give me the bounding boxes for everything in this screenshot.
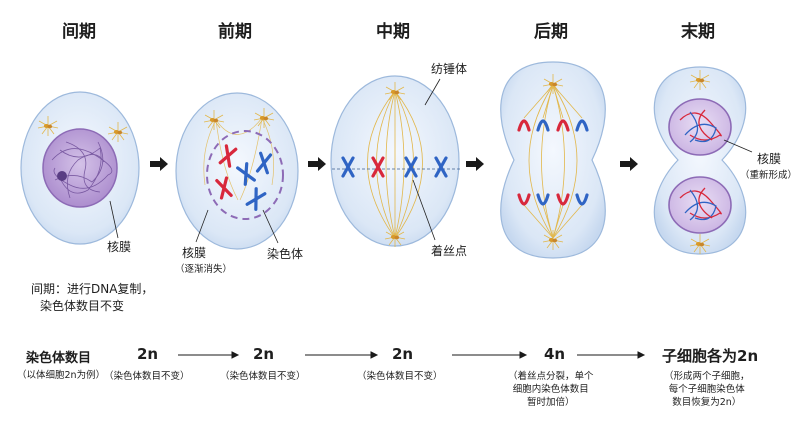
telophase-membrane-label: 核膜	[757, 152, 782, 166]
arrow-right-icon	[620, 157, 638, 171]
count-row-title: 染色体数目	[26, 351, 92, 366]
telophase-membrane-sublabel: （重新形成）	[740, 170, 798, 181]
prophase-membrane-sublabel: （逐渐消失）	[175, 264, 233, 275]
count-prophase: 2n	[253, 345, 275, 363]
count-telophase: 子细胞各为2n	[662, 347, 759, 365]
count-metaphase: 2n	[392, 345, 414, 363]
stage-title-prophase: 前期	[218, 22, 252, 42]
metaphase-centromere-label: 着丝点	[431, 244, 468, 258]
interphase-note-line2: 染色体数目不变	[40, 299, 125, 313]
anaphase-cell	[500, 61, 606, 259]
stage-title-metaphase: 中期	[376, 22, 410, 42]
count-interphase-note: （染色体数目不变）	[104, 371, 190, 382]
interphase-cell	[20, 91, 140, 245]
count-arrows	[178, 351, 646, 359]
metaphase-cell	[330, 75, 460, 248]
telophase-cells	[653, 66, 753, 255]
metaphase-spindle-label: 纺锤体	[431, 62, 468, 76]
count-metaphase-note: （染色体数目不变）	[357, 371, 443, 382]
count-anaphase: 4n	[544, 345, 566, 363]
count-telophase-note: （形成两个子细胞， 每个子细胞染色体 数目恢复为2n）	[664, 371, 750, 408]
prophase-membrane-label: 核膜	[182, 246, 207, 260]
stage-title-telophase: 末期	[681, 22, 715, 42]
arrow-right-icon	[150, 157, 168, 171]
stage-title-anaphase: 后期	[534, 22, 568, 42]
interphase-note-line1: 间期：进行DNA复制，	[31, 282, 154, 296]
stage-title-interphase: 间期	[62, 22, 96, 42]
count-interphase: 2n	[137, 345, 159, 363]
arrow-right-icon	[466, 157, 484, 171]
count-prophase-note: （染色体数目不变）	[220, 371, 306, 382]
arrow-right-icon	[308, 157, 326, 171]
prophase-chromosome-label: 染色体	[267, 247, 304, 261]
prophase-cell	[175, 92, 299, 250]
count-row-subtitle: （以体细胞2n为例）	[17, 370, 106, 381]
count-anaphase-note: （着丝点分裂，单个 细胞内染色体数目 暂时加倍）	[508, 371, 594, 408]
interphase-membrane-label: 核膜	[107, 240, 132, 254]
